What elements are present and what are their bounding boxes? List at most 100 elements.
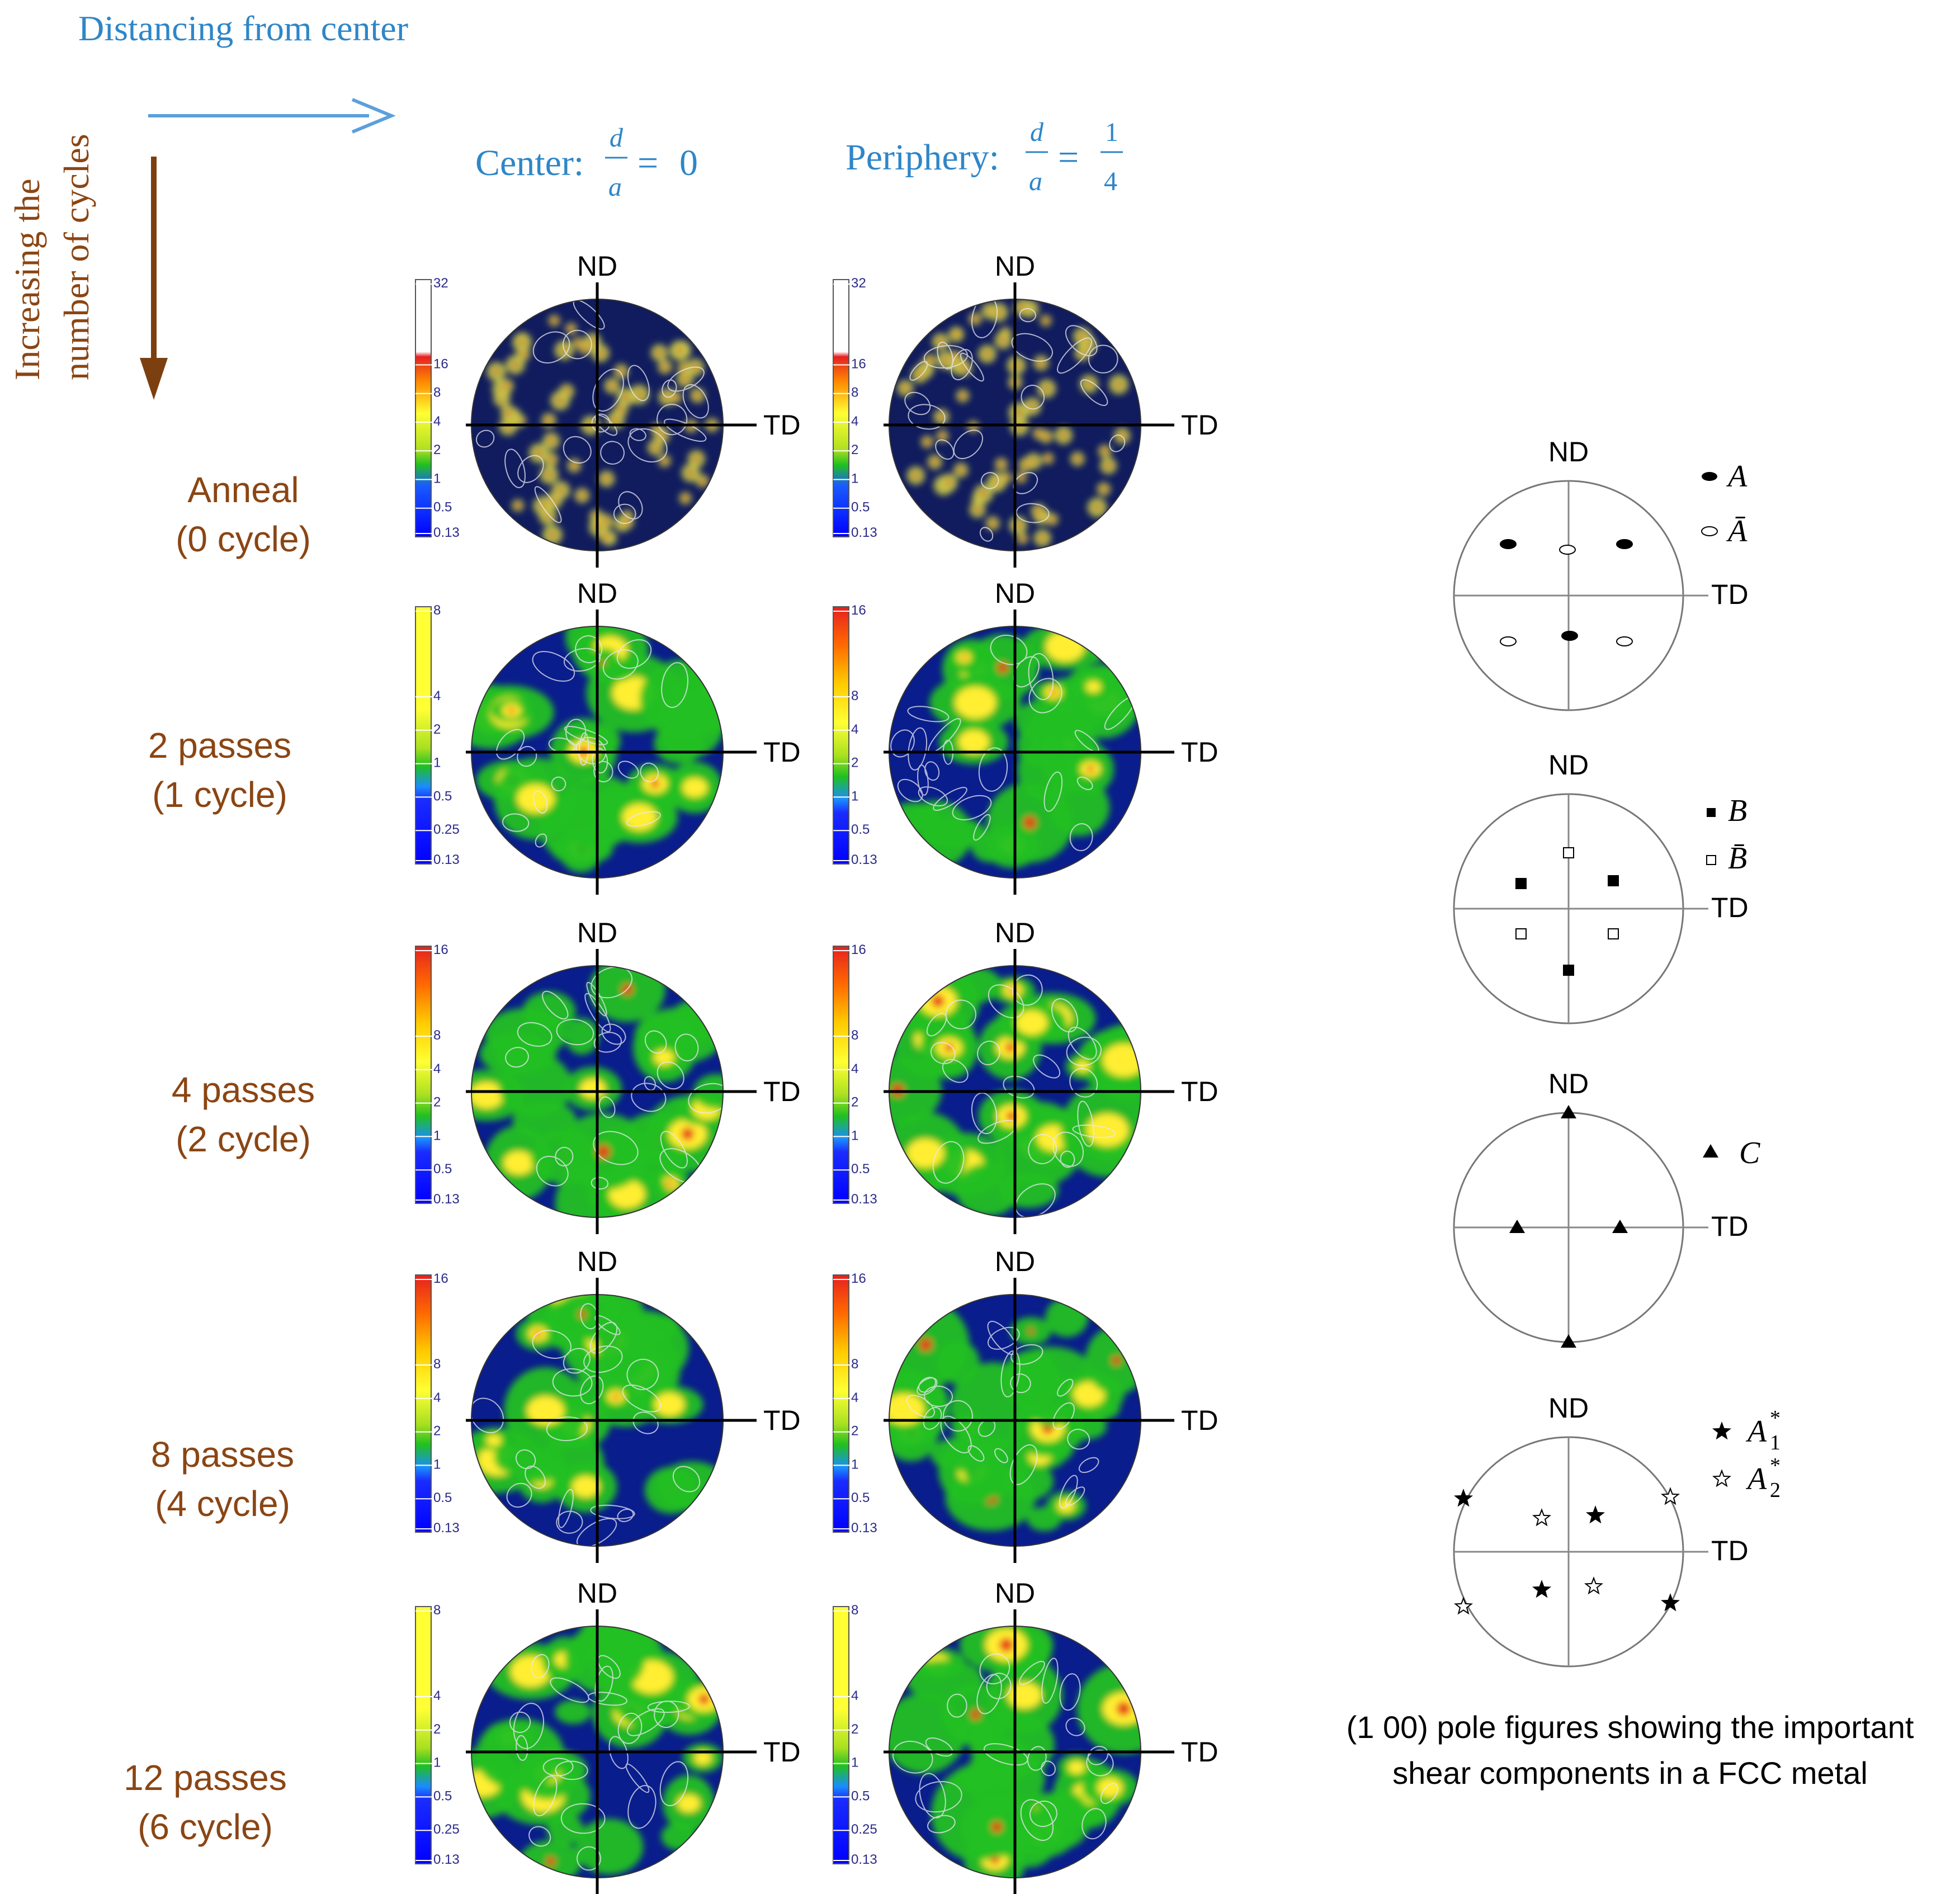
- td-label: TD: [1711, 579, 1749, 610]
- periphery-eq: =: [1058, 137, 1079, 178]
- center-rhs: 0: [679, 143, 698, 183]
- nd-label: ND: [1548, 1068, 1589, 1099]
- td-label: TD: [763, 1405, 801, 1436]
- caption-line1: (1 00) pole figures showing the importan…: [1347, 1709, 1914, 1745]
- colorbar-tick: 0.13: [433, 1192, 460, 1207]
- colorbar-tick: 0.5: [851, 500, 870, 515]
- td-label: TD: [1181, 409, 1218, 441]
- colorbar-tick: 0.13: [433, 1520, 460, 1536]
- colorbar-tick: 0.25: [851, 1822, 877, 1837]
- ellipse-filled-marker: [1616, 539, 1633, 549]
- colorbar: [833, 1274, 849, 1533]
- row-label-8-passes: 8 passes: [151, 1434, 294, 1475]
- star-marker: [1712, 1469, 1732, 1487]
- row-label-4-passes: 4 passes: [172, 1070, 315, 1110]
- star-marker: [1585, 1505, 1605, 1524]
- legend-sup-2: *: [1770, 1454, 1780, 1477]
- star-marker: [1532, 1508, 1552, 1527]
- colorbar-tick: 16: [433, 942, 448, 957]
- triangle-marker: [1561, 1334, 1576, 1348]
- row-labels: Anneal (0 cycle) 2 passes (1 cycle) 4 pa…: [124, 470, 315, 1847]
- star-marker: [1532, 1580, 1552, 1598]
- square-open-marker: [1608, 928, 1619, 939]
- nd-label: ND: [577, 578, 617, 609]
- star-marker: [1453, 1597, 1473, 1615]
- colorbar-tick: 1: [851, 471, 858, 486]
- colorbar-tick: 1: [851, 1755, 858, 1770]
- legend-sub-1: 1: [1770, 1431, 1780, 1454]
- legend-c-components: ND TD C: [1453, 1068, 1760, 1348]
- td-label: TD: [1711, 1535, 1749, 1566]
- row-label-anneal: Anneal: [187, 470, 299, 510]
- star-marker: [1453, 1489, 1473, 1507]
- triangle-marker: [1612, 1220, 1628, 1233]
- legend-symbol-a2: A: [1745, 1462, 1767, 1496]
- td-label: TD: [763, 1736, 801, 1768]
- nd-label: ND: [577, 1246, 617, 1277]
- colorbar-tick: 0.5: [433, 1490, 452, 1505]
- star-marker: [1660, 1593, 1680, 1612]
- colorbar-tick: 4: [851, 414, 858, 429]
- caption-line2: shear components in a FCC metal: [1392, 1755, 1868, 1791]
- ellipse-filled-marker: [1561, 631, 1578, 641]
- nd-label: ND: [995, 1246, 1035, 1277]
- row-label-anneal-cycle: (0 cycle): [176, 519, 311, 559]
- nd-label: ND: [577, 917, 617, 948]
- colorbar-tick: 2: [851, 1424, 858, 1439]
- triangle-marker: [1561, 1105, 1576, 1118]
- colorbar-tick: 16: [851, 942, 866, 957]
- colorbar-tick: 1: [433, 1457, 441, 1472]
- star-marker: [1660, 1487, 1680, 1505]
- periphery-num: d: [1030, 117, 1044, 147]
- td-label: TD: [1711, 1211, 1749, 1242]
- colorbar-tick: 0.25: [433, 1822, 460, 1837]
- colorbar-tick: 8: [433, 1028, 441, 1043]
- colorbar: [415, 1274, 432, 1533]
- colorbar-tick: 1: [433, 755, 441, 771]
- nd-label: ND: [995, 251, 1035, 282]
- colorbar-tick: 32: [433, 276, 448, 291]
- nd-label: ND: [577, 251, 617, 282]
- ellipse-open-marker: [1559, 545, 1576, 555]
- colorbar: [833, 279, 849, 537]
- colorbar-tick: 0.5: [851, 1490, 870, 1505]
- legend-symbol-b-bar: B̄: [1728, 841, 1747, 876]
- row-label-4-passes-cycle: (2 cycle): [176, 1119, 311, 1159]
- colorbar-tick: 0.5: [851, 1161, 870, 1177]
- horizontal-axis-label: Distancing from center: [78, 8, 408, 48]
- colorbar-tick: 0.5: [851, 822, 870, 837]
- periphery-den: a: [1029, 167, 1042, 196]
- colorbar-tick: 1: [433, 1128, 441, 1143]
- legend-symbol-c: C: [1739, 1136, 1760, 1170]
- colorbar-tick: 0.5: [433, 1161, 452, 1177]
- colorbar-tick: 0.13: [851, 1520, 877, 1536]
- colorbar-tick: 0.5: [433, 788, 452, 804]
- periphery-rhs-den: 4: [1104, 167, 1117, 196]
- legend-symbol-a: A: [1726, 459, 1748, 494]
- periphery-prefix: Periphery:: [846, 137, 999, 178]
- square-filled-marker: [1608, 875, 1619, 886]
- nd-label: ND: [995, 578, 1035, 609]
- colorbar-tick: 1: [851, 1128, 858, 1143]
- colorbar-tick: 16: [433, 1271, 448, 1286]
- colorbar-tick: 0.13: [851, 1852, 877, 1867]
- colorbar-tick: 2: [433, 722, 441, 737]
- legend-sub-2: 2: [1770, 1479, 1780, 1502]
- square-open-marker: [1515, 928, 1527, 939]
- center-num: d: [610, 123, 624, 153]
- colorbar-tick: 1: [433, 471, 441, 486]
- colorbar-tick: 32: [851, 276, 866, 291]
- colorbar-tick: 2: [433, 1424, 441, 1439]
- colorbar-tick: 1: [851, 1457, 858, 1472]
- ellipse-filled-marker: [1500, 539, 1517, 549]
- colorbar-tick: 2: [851, 1722, 858, 1737]
- arrow-right: [148, 98, 396, 134]
